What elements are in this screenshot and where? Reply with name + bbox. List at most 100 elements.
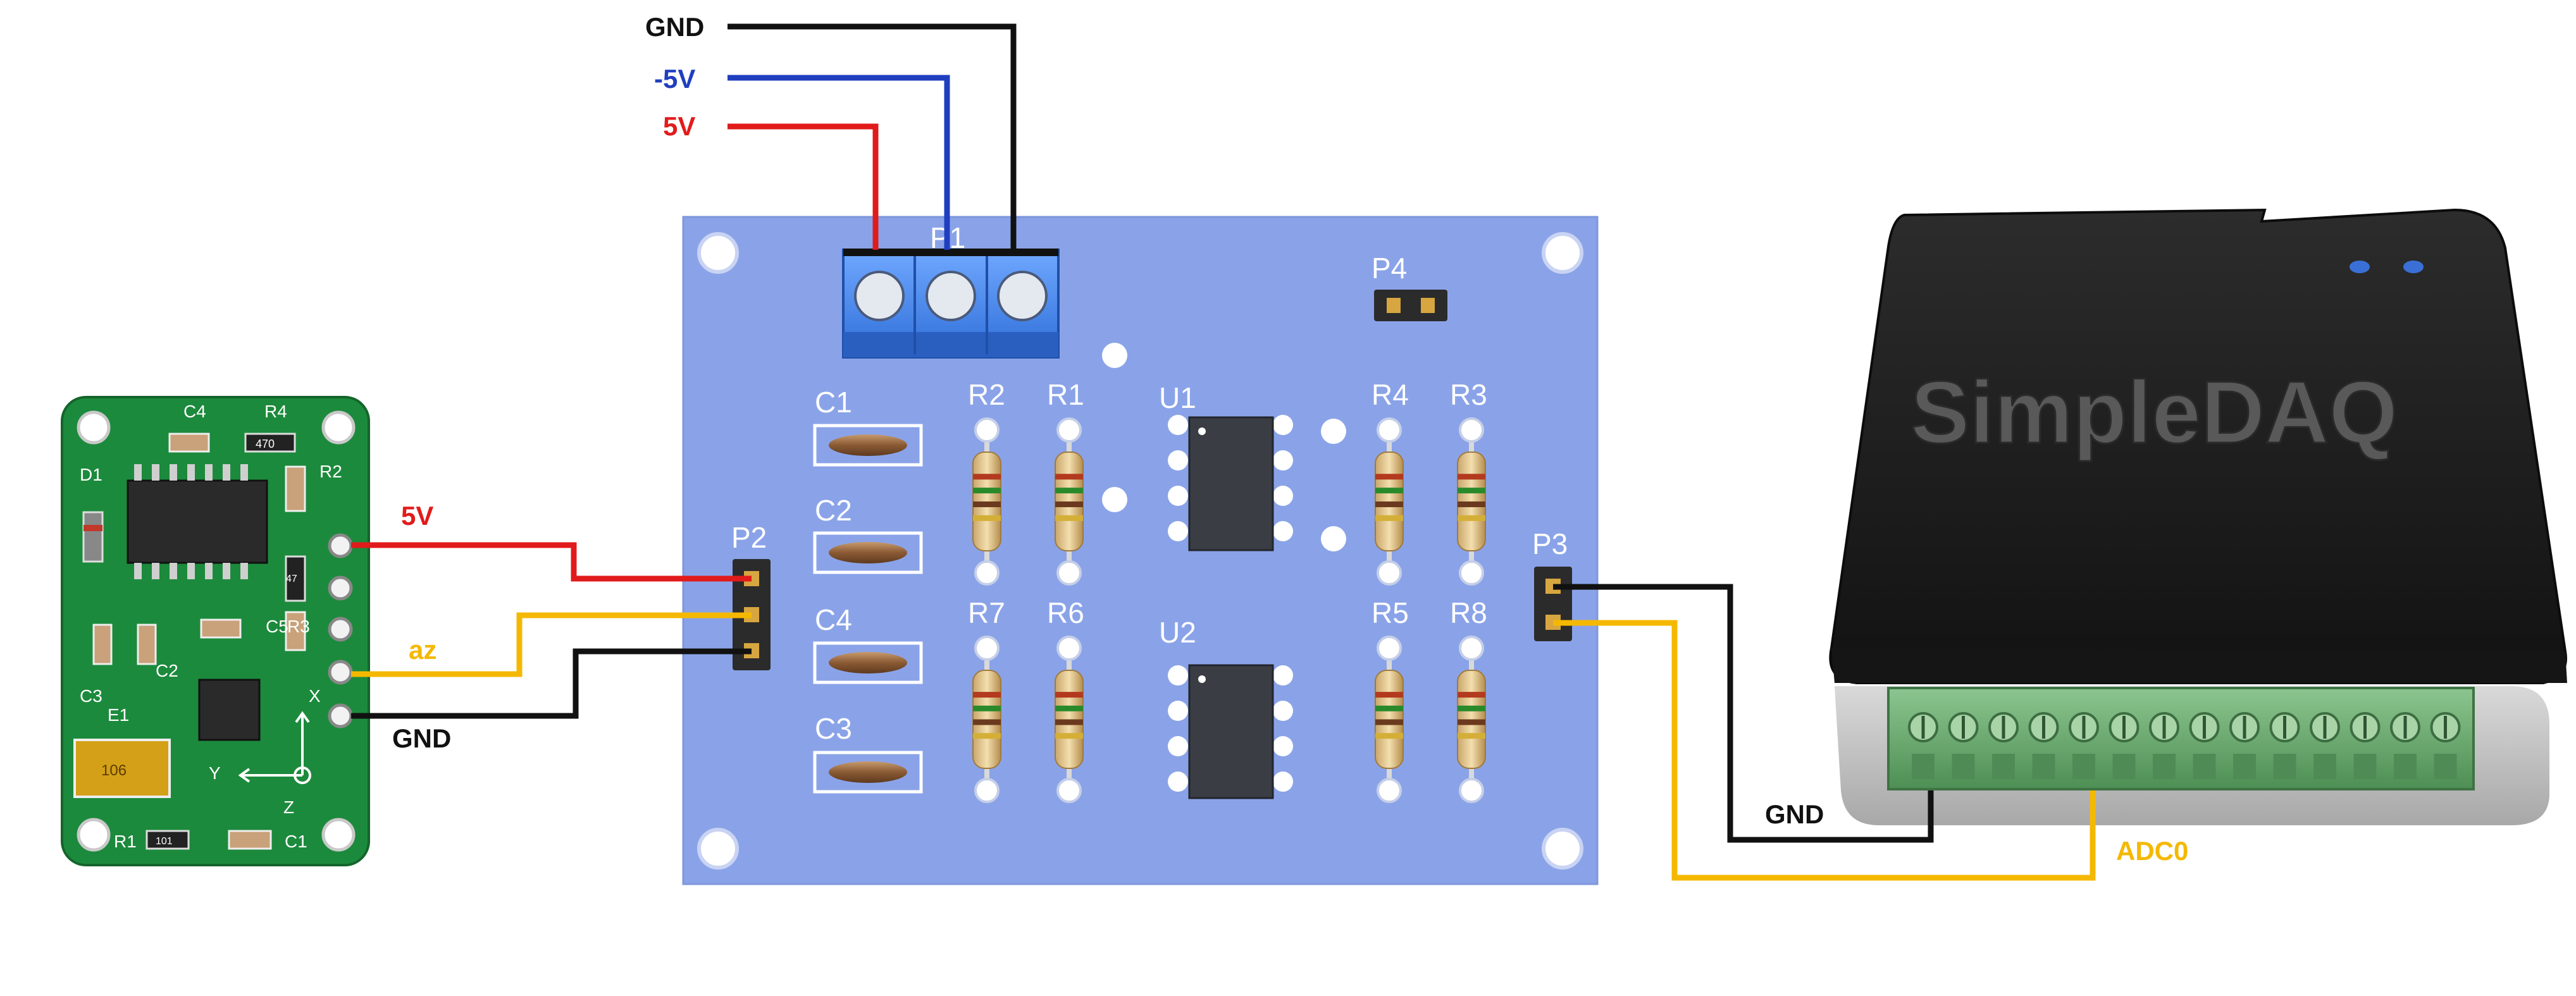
silk-r4: R4 (264, 402, 287, 421)
wire-pos5v-sensor (351, 542, 752, 582)
capacitor-c1 (813, 424, 923, 467)
daq-terminal-screw (1988, 712, 2019, 779)
capacitor-c2 (813, 531, 923, 574)
via (1102, 487, 1127, 512)
smd-resistor (285, 555, 306, 602)
u2-label: U2 (1159, 616, 1196, 649)
silk-z: Z (283, 797, 294, 817)
sensor-mounting-hole (77, 410, 111, 445)
smd-capacitor (228, 830, 272, 850)
label-power-gnd: GND (645, 12, 704, 42)
daq-terminal-screw (2189, 712, 2220, 779)
c4-label: C4 (815, 603, 852, 636)
simpledaq-device: SimpleDAQ (1829, 208, 2567, 825)
label-daq-adc0: ADC0 (2116, 836, 2188, 866)
main-board-substrate (682, 216, 1599, 885)
tantalum-capacitor (73, 739, 171, 798)
daq-terminal-screw (1948, 712, 1979, 779)
cap-marking: 106 (101, 762, 127, 779)
daq-terminal-screw (2028, 712, 2059, 779)
resistor-group (972, 417, 1486, 803)
capacitor-c4 (813, 641, 923, 684)
daq-terminal-block (1887, 687, 2475, 790)
c2-label: C2 (815, 494, 852, 527)
label-sensor-gnd: GND (392, 723, 451, 753)
wire-gnd-daq (1553, 584, 1934, 843)
daq-terminal-screw (2269, 712, 2300, 779)
smd-capacitor (285, 611, 306, 651)
r47-marking: 47 (286, 574, 297, 584)
r2-label: R2 (968, 378, 1005, 411)
wire-adc0-signal (1553, 620, 2096, 881)
smd-capacitor (200, 618, 242, 639)
daq-terminal-screw (2390, 712, 2420, 779)
r101-marking: 101 (156, 836, 173, 847)
r1-label: R1 (1047, 378, 1084, 411)
via (1321, 526, 1346, 551)
daq-status-led (2403, 261, 2424, 273)
silk-e1: E1 (108, 705, 129, 725)
c1-label: C1 (815, 386, 852, 419)
silk-c1: C1 (285, 832, 307, 851)
p3-label: P3 (1532, 527, 1568, 560)
daq-status-led (2350, 261, 2370, 273)
silk-x: X (309, 686, 321, 706)
silk-c2: C2 (156, 661, 178, 680)
sensor-mounting-hole (77, 818, 111, 852)
wire-pos5v-power (728, 123, 879, 250)
r3-label: R3 (1450, 378, 1487, 411)
wire-gnd-sensor (351, 648, 752, 719)
label-daq-gnd: GND (1765, 799, 1824, 829)
label-sensor-5v: 5V (401, 501, 433, 531)
r4-label: R4 (1372, 378, 1409, 411)
silk-c4: C4 (183, 402, 206, 421)
wire-az-signal (351, 612, 752, 677)
resistor-r6 (1055, 636, 1084, 803)
mounting-hole (1542, 232, 1583, 274)
daq-terminal-screw (2149, 712, 2179, 779)
axis-markings (238, 711, 311, 784)
smd-capacitor (168, 433, 210, 453)
resistor-r8 (1457, 636, 1486, 803)
smd-resistor (146, 830, 190, 850)
u1-label: U1 (1159, 381, 1196, 414)
silk-r2: R2 (319, 462, 342, 481)
p4-header (1374, 290, 1447, 321)
daq-terminal-screw (1908, 712, 1938, 779)
r8-label: R8 (1450, 596, 1487, 629)
p3-header (1534, 567, 1572, 641)
r470-marking: 470 (256, 438, 275, 450)
smd-capacitor (137, 624, 157, 665)
mounting-hole (697, 232, 739, 274)
via (1102, 343, 1127, 368)
daq-terminal-screw (2310, 712, 2340, 779)
silk-y: Y (209, 763, 221, 783)
accelerometer-chip (198, 679, 261, 741)
daq-brand-logo: SimpleDAQ (1910, 362, 2398, 462)
r6-label: R6 (1047, 596, 1084, 629)
smd-capacitor (92, 624, 113, 665)
c3-label: C3 (815, 712, 852, 745)
p2-label: P2 (731, 521, 767, 554)
wire-gnd-power (728, 23, 1017, 250)
silk-c5: C5 (266, 617, 288, 636)
u2-chip (1168, 664, 1293, 799)
daq-terminal-screw (2108, 712, 2139, 779)
silk-r3: R3 (287, 617, 310, 636)
daq-terminal-screw (2229, 712, 2260, 779)
smd-resistor (244, 433, 296, 453)
mounting-hole (697, 828, 739, 870)
p4-label: P4 (1372, 252, 1407, 285)
main-board: P1 P4 C1 C2 C4 C3 R2 (682, 216, 1599, 885)
resistor-r1 (1055, 417, 1084, 586)
daq-terminal-screw (2350, 712, 2381, 779)
u1-chip (1168, 415, 1293, 551)
resistor-r2 (972, 417, 1001, 586)
label-power-neg5v: -5V (654, 64, 695, 94)
resistor-r7 (972, 636, 1001, 803)
silk-d1: D1 (80, 465, 102, 484)
resistor-r5 (1375, 636, 1404, 803)
via (1321, 419, 1346, 444)
label-power-pos5v: 5V (663, 111, 695, 141)
